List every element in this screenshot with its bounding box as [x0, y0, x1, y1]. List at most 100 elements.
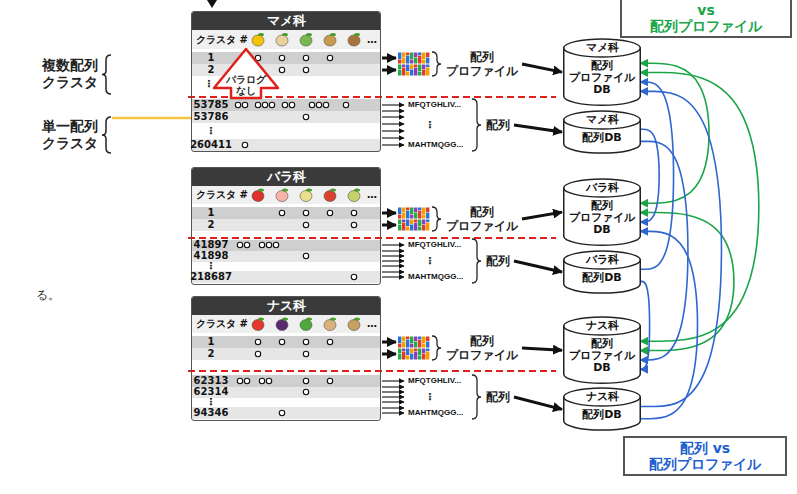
bracket: [472, 239, 481, 283]
presence-mark: [244, 242, 249, 247]
database-name: 配列DB: [582, 132, 622, 144]
presence-mark: [303, 378, 308, 383]
text-label: 配列 プロファイル: [446, 50, 518, 79]
species-icon: [348, 191, 360, 202]
logo-letter: [406, 220, 409, 227]
logo-letter: [418, 211, 421, 219]
text-label: 53786: [194, 112, 229, 122]
presence-mark: [273, 242, 278, 247]
logo-letter: [406, 340, 409, 348]
text-label: 2: [208, 220, 215, 230]
species-icon-leaf: [282, 188, 288, 191]
logo-letter: [414, 337, 417, 342]
row-band: [192, 240, 380, 251]
presence-mark: [279, 67, 284, 72]
species-icon-leaf: [330, 33, 336, 36]
presence-mark: [351, 210, 356, 215]
logo-letter: [398, 215, 401, 219]
logo-letter: [422, 208, 425, 215]
family-name: マメ科: [563, 42, 641, 54]
row-arrow: [382, 116, 404, 117]
logo-letter: [422, 225, 425, 231]
row-band: [192, 99, 380, 111]
cylinder-top: [564, 39, 641, 57]
text-label: MAHTMQGG...: [408, 409, 463, 417]
presence-mark: [279, 410, 284, 415]
logo-letter: [402, 58, 405, 64]
presence-mark: [282, 102, 287, 107]
presence-mark: [316, 102, 321, 107]
text-label: …: [367, 319, 377, 329]
presence-mark: [279, 210, 284, 215]
family-name: ナス科: [563, 320, 641, 332]
presence-mark: [303, 351, 308, 356]
logo-letter: [406, 211, 409, 219]
text-label: 41898: [194, 251, 229, 261]
cylinder-top: [564, 317, 641, 335]
text-label: 配列: [486, 118, 510, 132]
presence-mark: [303, 389, 308, 394]
species-icon: [348, 320, 360, 331]
database-cylinder: マメ科配列DB: [563, 110, 641, 154]
flow-arrow: [514, 397, 562, 409]
presence-mark: [351, 274, 356, 279]
logo-letter: [406, 337, 409, 340]
presence-mark: [242, 142, 247, 147]
text-label: ⋮: [206, 126, 216, 136]
text-label: 62314: [194, 387, 229, 397]
text-label: ⋮: [425, 120, 435, 130]
logo-letter: [414, 220, 417, 223]
flow-arrow: [522, 64, 562, 72]
logo-letter: [402, 220, 405, 223]
text-label: 260411: [190, 140, 232, 150]
bracket: [102, 55, 111, 94]
species-icon: [300, 320, 312, 331]
family-name: マメ科: [563, 114, 641, 126]
species-icon: [300, 191, 312, 202]
logo-letter: [426, 349, 429, 352]
logo-letter: [422, 344, 425, 348]
logo-letter: [406, 65, 409, 72]
logo-letter: [414, 53, 417, 58]
logo-letter: [402, 68, 405, 76]
logo-letter: [418, 227, 421, 231]
logo-letter: [410, 225, 413, 231]
comparison-arrow: [640, 129, 659, 222]
logo-letter: [426, 65, 429, 68]
logo-letter: [422, 65, 425, 70]
logo-letter: [418, 356, 421, 360]
logo-letter: [418, 208, 421, 211]
logo-letter: [410, 53, 413, 60]
database-name: 配列 プロファイル DB: [569, 60, 635, 96]
logo-letter: [418, 220, 421, 227]
family-table: マメ科: [191, 11, 381, 152]
row-arrow: [382, 407, 404, 408]
text-label: MFQTGHLIV...: [408, 377, 461, 385]
logo-letter: [406, 349, 409, 356]
row-arrow: [382, 104, 404, 105]
row-arrow: [382, 380, 404, 381]
logo-letter: [402, 213, 405, 219]
row-arrow: [382, 224, 396, 227]
logo-letter: [410, 65, 413, 70]
presence-mark: [351, 222, 356, 227]
presence-mark: [269, 102, 274, 107]
text-label: 218687: [190, 272, 232, 282]
row-arrow: [382, 260, 404, 261]
database-cylinder: バラ科配列 プロファイル DB: [563, 178, 641, 246]
logo-letter: [422, 53, 425, 60]
text-label: MFQTGHLIV...: [408, 101, 461, 109]
bracket: [102, 117, 111, 153]
logo-letter: [418, 53, 421, 56]
species-icon-leaf: [258, 317, 264, 320]
species-icon: [276, 320, 288, 331]
logo-letter: [426, 213, 429, 219]
presence-mark: [259, 242, 264, 247]
text-label: 配列: [486, 390, 510, 404]
row-band: [192, 52, 380, 64]
presence-mark: [303, 222, 308, 227]
table-heading: マメ科: [192, 12, 380, 30]
logo-letter: [402, 223, 405, 231]
text-label: 2: [208, 65, 215, 75]
